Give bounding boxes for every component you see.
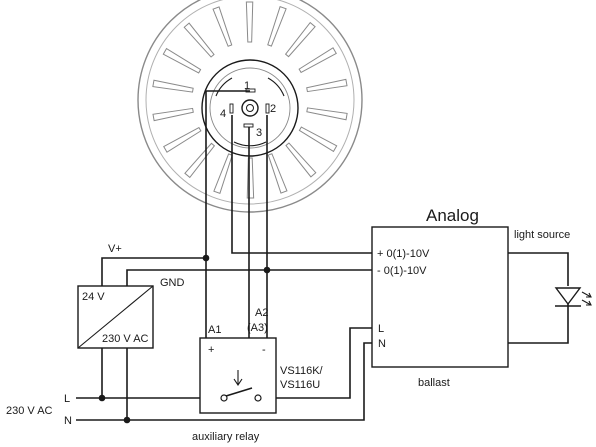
relay-plus-label: + [208, 344, 214, 356]
sensor-fin [184, 142, 216, 179]
power-supply-output-label: 24 V [82, 291, 105, 303]
relay-caption: auxiliary relay [192, 431, 260, 443]
relay-contact-left [220, 394, 228, 402]
wire-relay-out [262, 327, 372, 399]
relay-a3-label: (A3) [247, 322, 268, 334]
sensor-terminal-arc-left [215, 77, 233, 97]
light-ray-1-icon [581, 291, 592, 298]
terminal-2-slot [265, 103, 270, 114]
ballast-caption: ballast [418, 377, 450, 389]
sensor-fin [306, 107, 348, 121]
sensor-center-screw-hole [246, 104, 254, 112]
sensor-housing-rim [145, 0, 355, 205]
power-supply-input-label: 230 V AC [102, 333, 149, 345]
ballast-l-label: L [378, 323, 384, 335]
ballast: Analog + 0(1)-10V - 0(1)-10V L N ballast [371, 206, 509, 389]
relay-model-line2: VS116U [280, 379, 320, 391]
terminal-3-slot [243, 123, 254, 128]
sensor-fin [212, 6, 233, 47]
relay-contact-right [254, 394, 262, 402]
light-ray-1-head [586, 292, 592, 298]
terminal-4-slot [229, 103, 234, 114]
relay-switch-blade [225, 387, 253, 397]
ballast-box [371, 226, 509, 368]
relay-arrow-head [233, 378, 243, 386]
sensor-terminal-inner [209, 67, 291, 149]
wire-mains-n [76, 342, 372, 421]
ballast-n-label: N [378, 338, 386, 350]
sensor-fin [284, 21, 316, 58]
relay-model-line1: VS116K/ [280, 365, 324, 377]
mains-n-label: N [64, 415, 72, 427]
sensor-device: 1 2 3 4 [137, 0, 363, 213]
light-ray-2-icon [581, 299, 592, 306]
sensor-fin [162, 47, 202, 74]
mains-voltage-label: 230 V AC [6, 405, 53, 417]
sensor-fin [245, 1, 254, 43]
power-supply: 24 V 230 V AC [77, 285, 154, 349]
vplus-label: V+ [108, 243, 122, 255]
ballast-plus-input-label: + 0(1)-10V [377, 248, 430, 260]
terminal-4-label: 4 [220, 108, 226, 120]
sensor-fin [213, 153, 233, 194]
sensor-fin [298, 126, 338, 153]
sensor-fin [183, 22, 215, 58]
terminal-3-label: 3 [256, 127, 262, 139]
sensor-fin [152, 79, 194, 93]
sensor-fin [152, 107, 194, 122]
wire-signal-plus [231, 115, 372, 254]
sensor-fin [267, 153, 288, 194]
relay-minus-label: - [262, 344, 266, 356]
sensor-fin [267, 6, 287, 47]
auxiliary-relay: A1 A2 (A3) + - VS116K/ VS116U auxiliary … [192, 307, 324, 443]
wire-light-top [508, 252, 569, 286]
wire-gnd [126, 269, 267, 286]
wire-light-bottom [508, 310, 569, 344]
relay-a2-label: A2 [255, 307, 268, 319]
junction-mains-n [123, 416, 131, 424]
sensor-terminal-arc-bottom [233, 141, 267, 147]
power-supply-diagonal [77, 285, 154, 349]
sensor-fin [298, 47, 337, 74]
sensor-fin [285, 142, 317, 178]
gnd-label: GND [160, 277, 185, 289]
sensor-fin [163, 126, 202, 153]
terminal-2-label: 2 [270, 103, 276, 115]
ballast-title: Analog [426, 206, 479, 225]
junction-gnd [263, 266, 271, 274]
led-triangle-icon [554, 287, 582, 306]
mains-input: 230 V AC L N [6, 393, 72, 427]
sensor-terminal-arc-right [267, 77, 285, 97]
junction-vplus [202, 254, 210, 262]
sensor-fin [306, 78, 348, 93]
light-source-label: light source [514, 229, 570, 241]
light-source: light source [514, 229, 592, 310]
relay-a1-label: A1 [208, 324, 221, 336]
light-ray-2-head [586, 300, 592, 306]
junction-mains-l [98, 394, 106, 402]
mains-l-label: L [64, 393, 70, 405]
terminal-1-label: 1 [244, 80, 250, 92]
sensor-cooling-fins [152, 1, 348, 199]
ballast-minus-input-label: - 0(1)-10V [377, 265, 427, 277]
